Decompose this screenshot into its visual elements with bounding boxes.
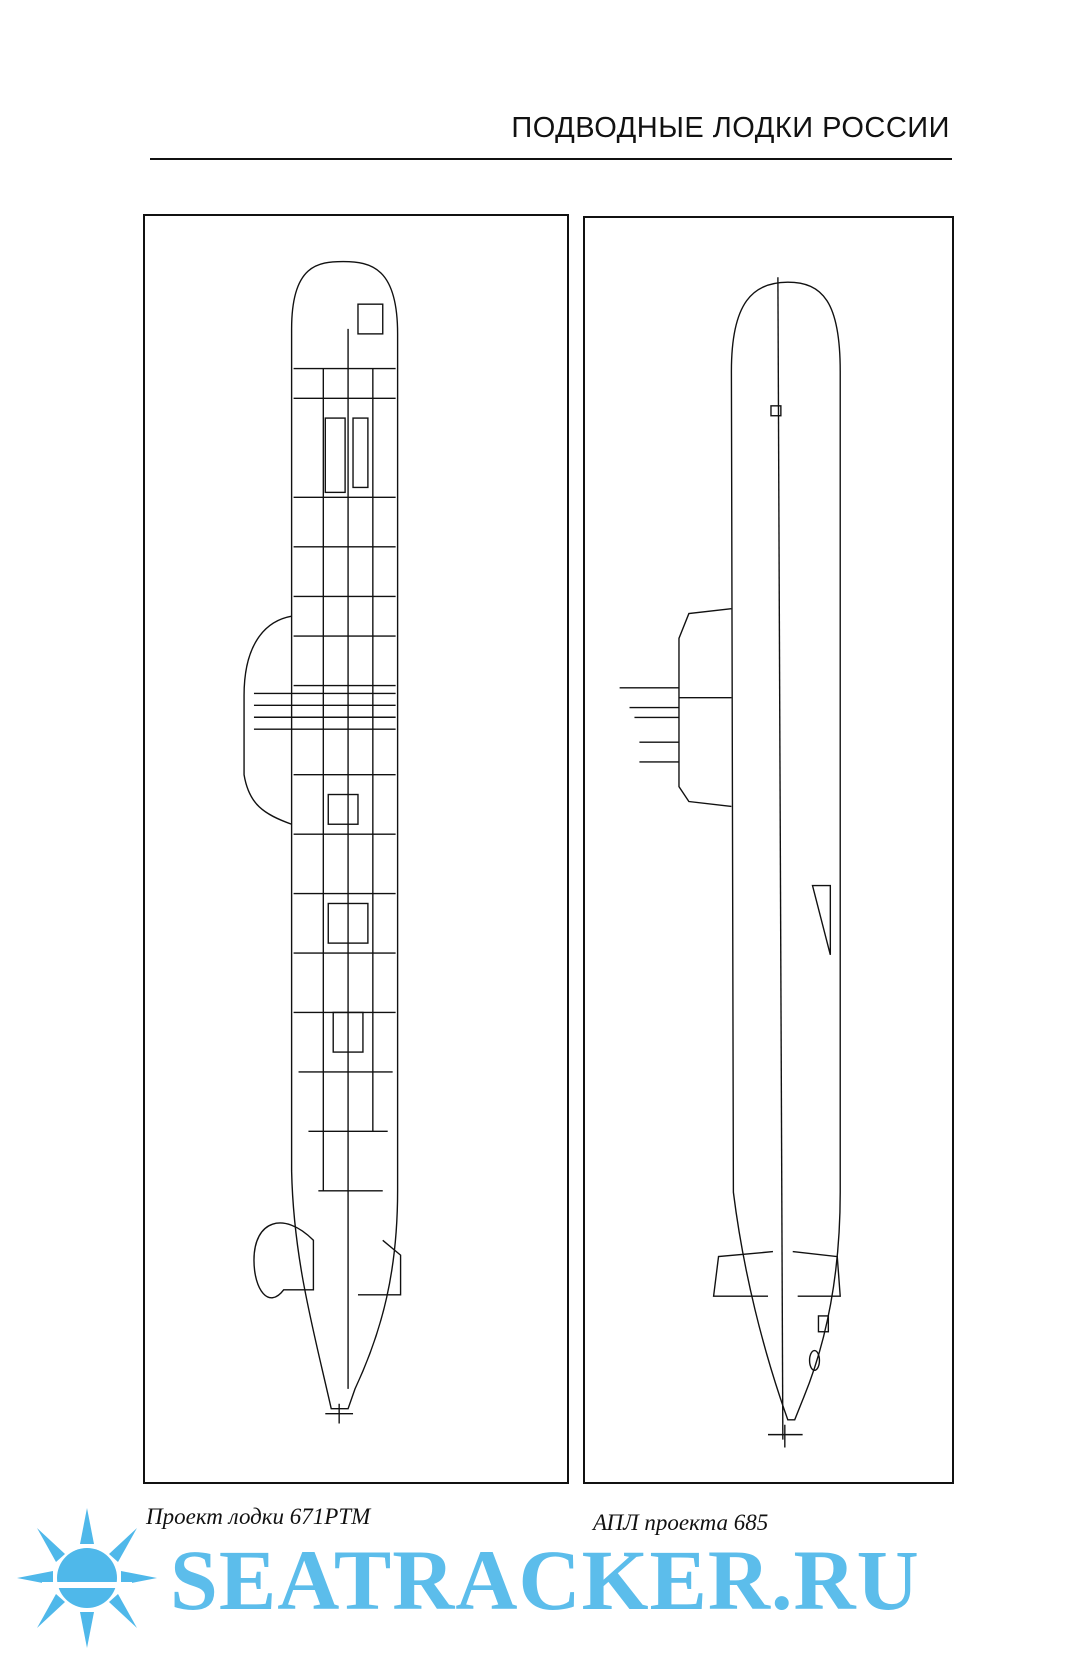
submarine-671rtm-cutaway-drawing — [243, 260, 402, 1424]
watermark-text: SEATRACKER.RU — [170, 1532, 920, 1628]
watermark: SEATRACKER.RU — [0, 1500, 1080, 1669]
figure-caption-685: АПЛ проекта 685 — [593, 1510, 769, 1535]
figure-685-frame — [583, 216, 954, 1484]
submarine-685-profile-drawing — [619, 277, 841, 1448]
running-head: ПОДВОДНЫЕ ЛОДКИ РОССИИ — [511, 112, 950, 144]
sun-logo-icon — [17, 1508, 157, 1648]
figure-671rtm-frame — [143, 214, 569, 1484]
header-rule — [150, 158, 952, 160]
figure-caption-671rtm: Проект лодки 671РТМ — [146, 1504, 371, 1529]
